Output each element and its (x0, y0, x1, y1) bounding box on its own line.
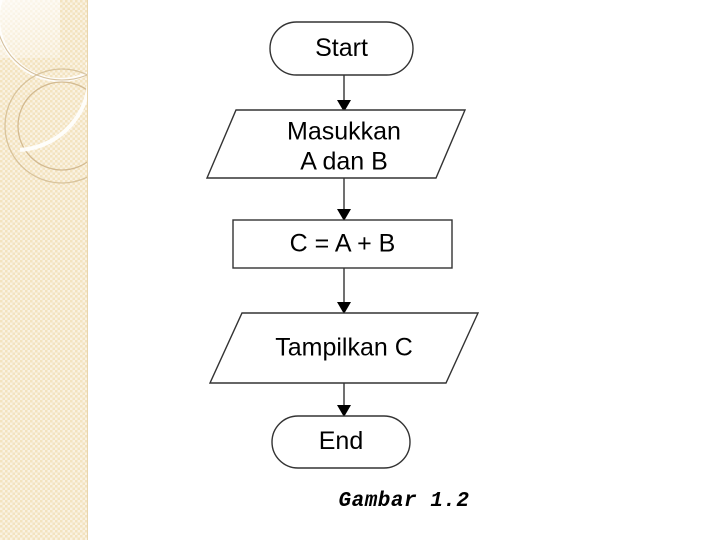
flowchart-diagram: Start Masukkan A dan B C = A + B (88, 0, 720, 540)
flow-node-start[interactable]: Start (269, 21, 414, 76)
flow-node-output-label: Tampilkan C (275, 334, 413, 362)
flow-node-input[interactable]: Masukkan A dan B (205, 109, 467, 179)
figure-caption: Gambar 1.2 (338, 490, 470, 513)
flow-edge-process-output (337, 268, 351, 314)
sidebar-edge (87, 0, 88, 540)
flow-node-end-label: End (319, 427, 363, 455)
sidebar-texture (0, 0, 88, 540)
flow-node-output[interactable]: Tampilkan C (208, 312, 480, 384)
flow-edge-output-end (337, 383, 351, 417)
flow-edge-input-process (337, 178, 351, 221)
flow-node-start-label: Start (315, 34, 368, 62)
sidebar-arc-decoration (0, 0, 88, 184)
flow-node-process-label: C = A + B (290, 230, 396, 258)
decorative-sidebar (0, 0, 88, 540)
flow-edge-start-input (337, 75, 351, 112)
flow-node-input-label-line2: A dan B (300, 148, 388, 176)
sidebar-light-corner (0, 0, 60, 58)
flow-node-process[interactable]: C = A + B (232, 219, 453, 269)
flow-node-end[interactable]: End (271, 415, 411, 469)
flow-node-input-label-line1: Masukkan (287, 118, 401, 146)
